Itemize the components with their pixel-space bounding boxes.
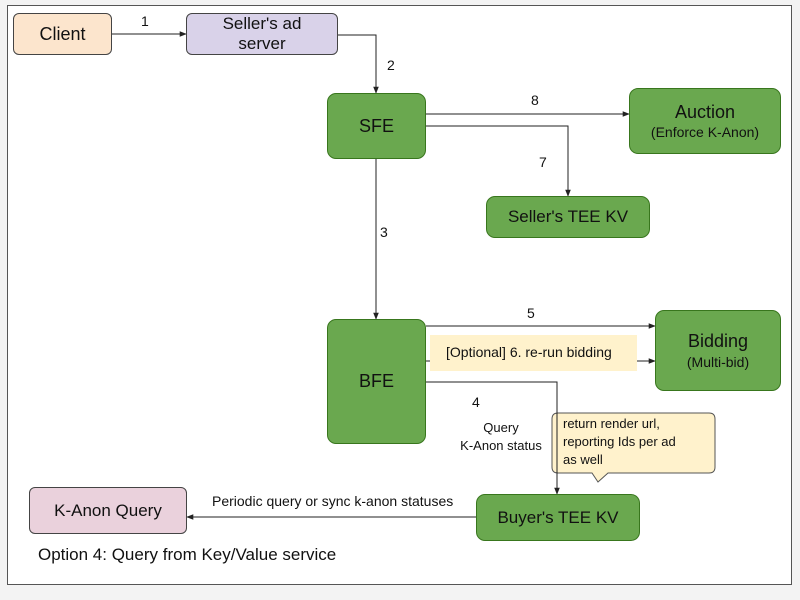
edge-2: [338, 34, 379, 94]
seller-ad-server-node: Seller's ad server: [186, 13, 338, 55]
edge-8-label: 8: [531, 92, 539, 108]
seller-ad-server-label: Seller's ad server: [222, 14, 302, 53]
optional-highlight: [430, 335, 637, 371]
bidding-label: Bidding: [687, 331, 749, 352]
edge-4-note-line2: K-Anon status: [460, 437, 542, 453]
edge-2-label: 2: [387, 57, 395, 73]
sfe-node: SFE: [327, 93, 426, 159]
edge-7: [426, 125, 571, 197]
bidding-node: Bidding (Multi-bid): [655, 310, 781, 391]
client-label: Client: [39, 23, 86, 44]
callout-bubble: [551, 412, 716, 483]
diagram-caption: Option 4: Query from Key/Value service: [38, 545, 337, 564]
kanon-query-label: K-Anon Query: [54, 500, 162, 520]
edge-4-note: Query K-Anon status: [452, 419, 550, 454]
buyer-tee-kv-label: Buyer's TEE KV: [497, 507, 619, 527]
client-node: Client: [13, 13, 112, 55]
edge-4: [426, 381, 560, 495]
buyer-tee-kv-node: Buyer's TEE KV: [476, 494, 640, 541]
bfe-node: BFE: [327, 319, 426, 444]
bfe-label: BFE: [358, 371, 394, 392]
edge-periodic-label: Periodic query or sync k-anon statuses: [212, 493, 454, 509]
callout-text: return render url, reporting Ids per ad …: [563, 415, 711, 470]
auction-node: Auction (Enforce K-Anon): [629, 88, 781, 154]
edge-3-label: 3: [380, 224, 388, 240]
edge-5-label: 5: [527, 305, 535, 321]
edge-7-label: 7: [539, 154, 547, 170]
callout-line3: as well: [563, 452, 603, 468]
edge-6-label: [Optional] 6. re-run bidding: [446, 344, 612, 360]
kanon-query-node: K-Anon Query: [29, 487, 187, 534]
callout-line2: reporting Ids per ad: [563, 434, 676, 450]
seller-tee-kv-node: Seller's TEE KV: [486, 196, 650, 238]
edge-1-label: 1: [141, 13, 149, 29]
edge-4-note-line1: Query: [483, 420, 519, 435]
bidding-sublabel: (Multi-bid): [686, 353, 750, 370]
sfe-label: SFE: [358, 115, 394, 136]
seller-tee-kv-label: Seller's TEE KV: [507, 207, 629, 227]
auction-label: Auction: [674, 101, 736, 122]
edge-4-label: 4: [472, 394, 480, 410]
auction-sublabel: (Enforce K-Anon): [650, 124, 760, 141]
callout-line1: return render url,: [563, 416, 660, 431]
